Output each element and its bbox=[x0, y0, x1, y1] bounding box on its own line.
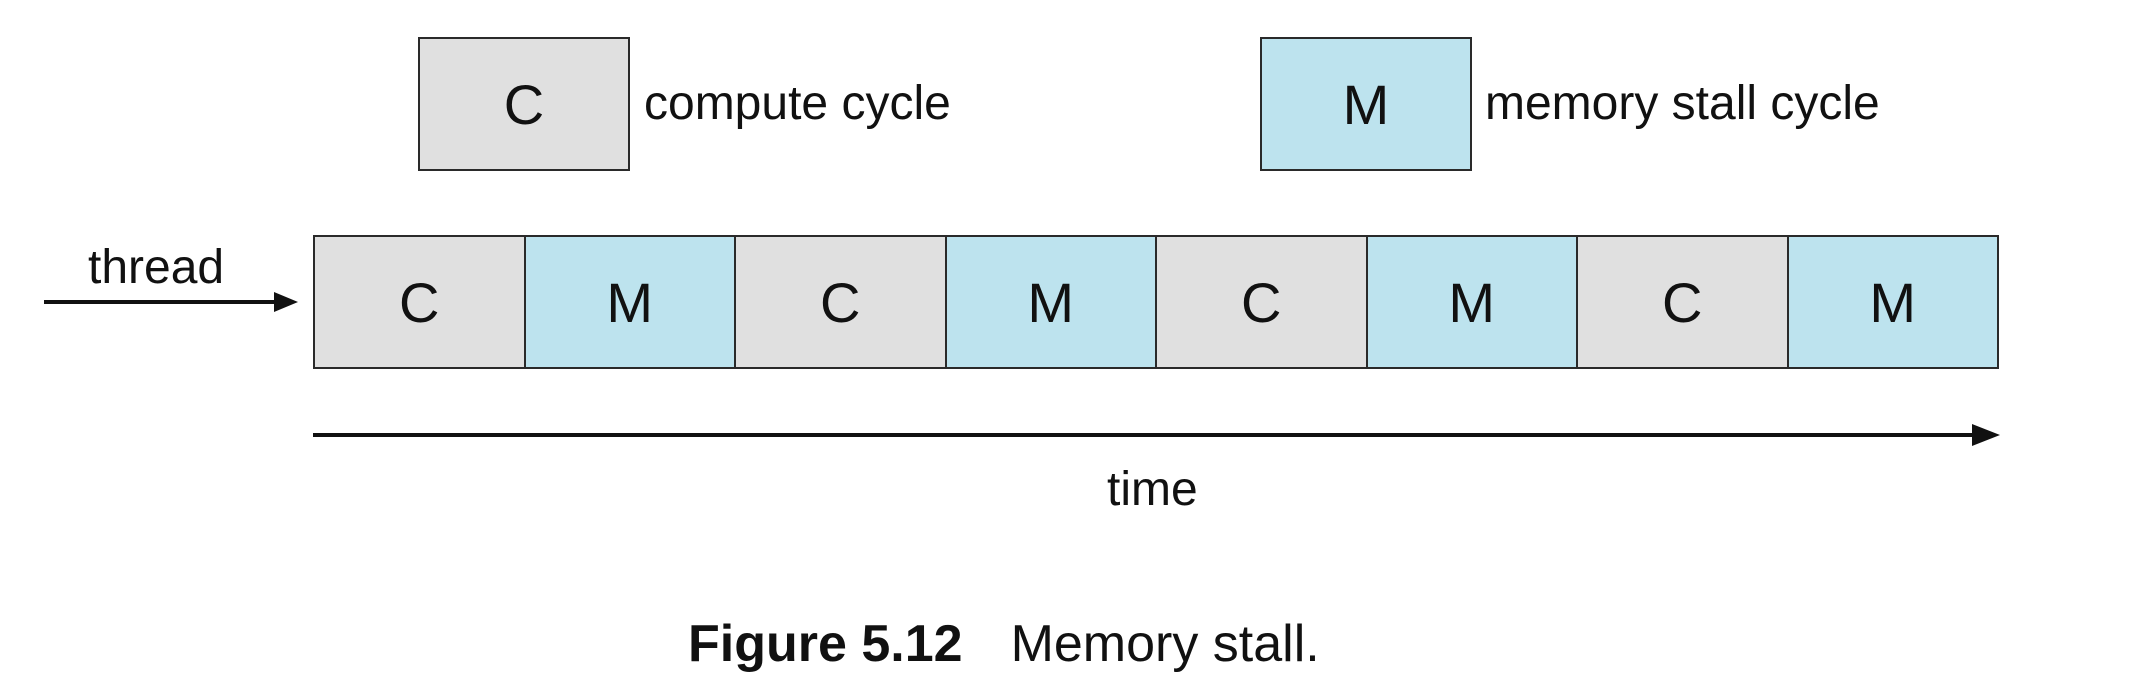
legend-memory-symbol: M bbox=[1342, 72, 1390, 136]
legend-memory-label: memory stall cycle bbox=[1485, 77, 1880, 130]
legend-compute-label: compute cycle bbox=[644, 77, 951, 130]
figure-caption: Figure 5.12 Memory stall. bbox=[688, 614, 1320, 674]
cycle-cell-memory: M bbox=[1788, 237, 1997, 367]
figure-title: Memory stall. bbox=[1010, 615, 1320, 673]
legend-compute-box: C bbox=[418, 37, 630, 171]
legend-compute-symbol: C bbox=[503, 72, 545, 136]
figure-number: Figure 5.12 bbox=[688, 615, 963, 673]
cycle-cell-memory: M bbox=[525, 237, 736, 367]
cycle-cell-compute: C bbox=[736, 237, 947, 367]
cycle-cell-compute: C bbox=[1157, 237, 1368, 367]
cycle-cell-compute: C bbox=[1578, 237, 1789, 367]
cycle-cell-compute: C bbox=[315, 237, 526, 367]
cycle-cell-memory: M bbox=[1367, 237, 1578, 367]
thread-arrow bbox=[44, 292, 298, 312]
time-label: time bbox=[1107, 463, 1198, 516]
time-arrow bbox=[313, 424, 2000, 446]
thread-label: thread bbox=[88, 241, 225, 294]
legend-memory-box: M bbox=[1260, 37, 1472, 171]
cycle-cell-memory: M bbox=[946, 237, 1157, 367]
